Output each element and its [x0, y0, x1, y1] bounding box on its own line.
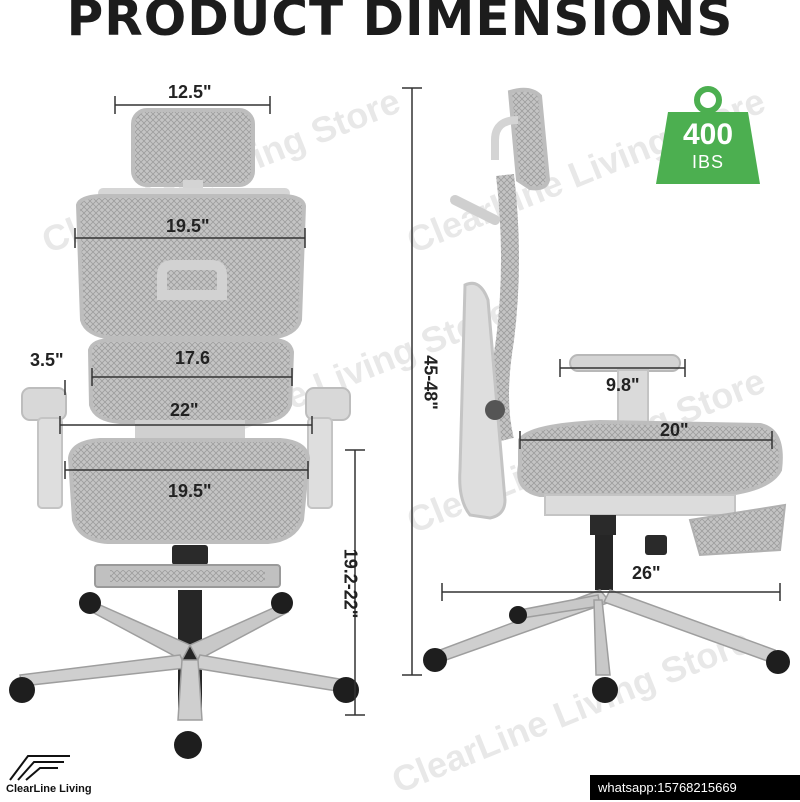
dim-lumbar-width: 17.6 [175, 348, 211, 368]
side-wheel-3 [592, 677, 618, 703]
front-wheel-1 [79, 592, 101, 614]
weight-badge: 400 IBS [658, 88, 758, 186]
side-footrest [688, 503, 787, 557]
brand-logo-icon [9, 755, 70, 781]
side-back-frame [458, 281, 507, 520]
side-seat [517, 419, 783, 497]
side-headrest-arm [491, 116, 519, 160]
dim-seat-width: 19.5" [168, 481, 212, 501]
side-wheel-1 [423, 648, 447, 672]
weight-badge-value: 400 [682, 118, 734, 151]
front-base-leg-1 [90, 604, 192, 662]
front-seat [67, 438, 311, 544]
front-base-leg-2 [188, 604, 290, 662]
side-base-leg-2 [602, 589, 776, 663]
contact-banner: whatsapp:15768215669 [590, 775, 800, 800]
dim-base-width: 26" [632, 563, 661, 583]
front-footrest-mesh [110, 570, 265, 582]
brand-logo-text: ClearLine Living [6, 783, 92, 795]
front-base-leg-4 [192, 654, 346, 693]
page-title: PRODUCT DIMENSIONS [66, 0, 734, 47]
dim-backrest-width: 19.5" [166, 216, 210, 236]
front-back-handle [157, 260, 227, 300]
side-gas-lift [595, 535, 613, 590]
front-chair [9, 108, 359, 759]
dim-seat-height: 19.2-22" [340, 548, 361, 619]
side-lever [645, 535, 667, 555]
side-mechanism [590, 515, 616, 535]
front-wheel-3 [9, 677, 35, 703]
front-right-armpad [305, 387, 351, 421]
side-chair [423, 87, 790, 703]
front-wheel-4 [333, 677, 359, 703]
side-seat-pan [544, 494, 736, 516]
dim-armrest-depth: 9.8" [606, 375, 640, 395]
dim-armrest-offset: 3.5" [30, 350, 64, 370]
side-headrest [507, 87, 551, 191]
side-wheel-4 [509, 606, 527, 624]
front-lumbar [87, 338, 295, 424]
weight-badge-unit: IBS [691, 152, 724, 172]
side-backrest-mesh [491, 173, 519, 443]
dim-headrest-width: 12.5" [168, 82, 212, 102]
front-left-armpad [21, 387, 67, 421]
front-base-leg-5 [177, 659, 203, 721]
front-wheel-5 [174, 731, 202, 759]
side-base-leg-4 [593, 599, 611, 676]
front-left-armpost [37, 417, 63, 509]
dim-arm-span: 22" [170, 400, 199, 420]
front-headrest [131, 108, 255, 187]
front-wheel-2 [271, 592, 293, 614]
side-knob [485, 400, 505, 420]
side-dimension-lines [402, 87, 781, 676]
front-mechanism [172, 545, 208, 565]
front-base-leg-3 [19, 654, 188, 687]
side-wheel-2 [766, 650, 790, 674]
side-headrest-bar [450, 195, 500, 225]
dim-seat-depth: 20" [660, 420, 689, 440]
front-dimension-lines [59, 96, 365, 716]
dim-total-height: 45-48" [420, 355, 441, 410]
weight-badge-icon [656, 86, 760, 184]
